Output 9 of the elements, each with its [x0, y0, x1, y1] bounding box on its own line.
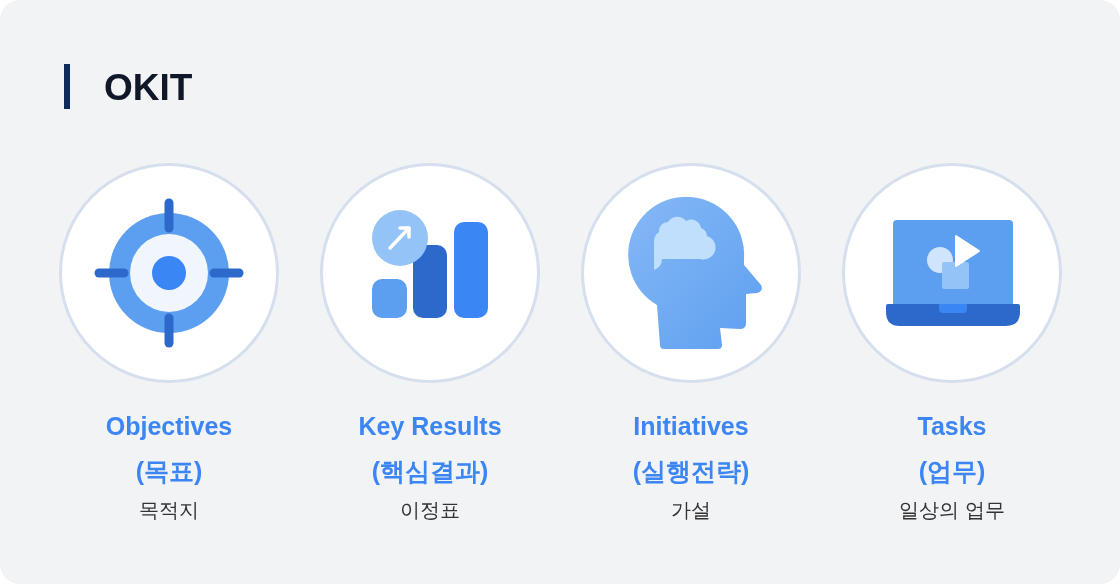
item-heading: Key Results (핵심결과)	[357, 411, 503, 487]
item-heading: Tasks (업무)	[916, 411, 988, 487]
item-description: 이정표	[400, 498, 460, 523]
item-description: 가설	[671, 498, 711, 523]
item-description: 일상의 업무	[899, 498, 1005, 523]
item-description: 목적지	[139, 498, 199, 523]
title: OKIT	[104, 66, 193, 110]
item-heading: Initiatives (실행전략)	[631, 411, 751, 487]
item-heading: Objectives (목표)	[104, 411, 234, 487]
